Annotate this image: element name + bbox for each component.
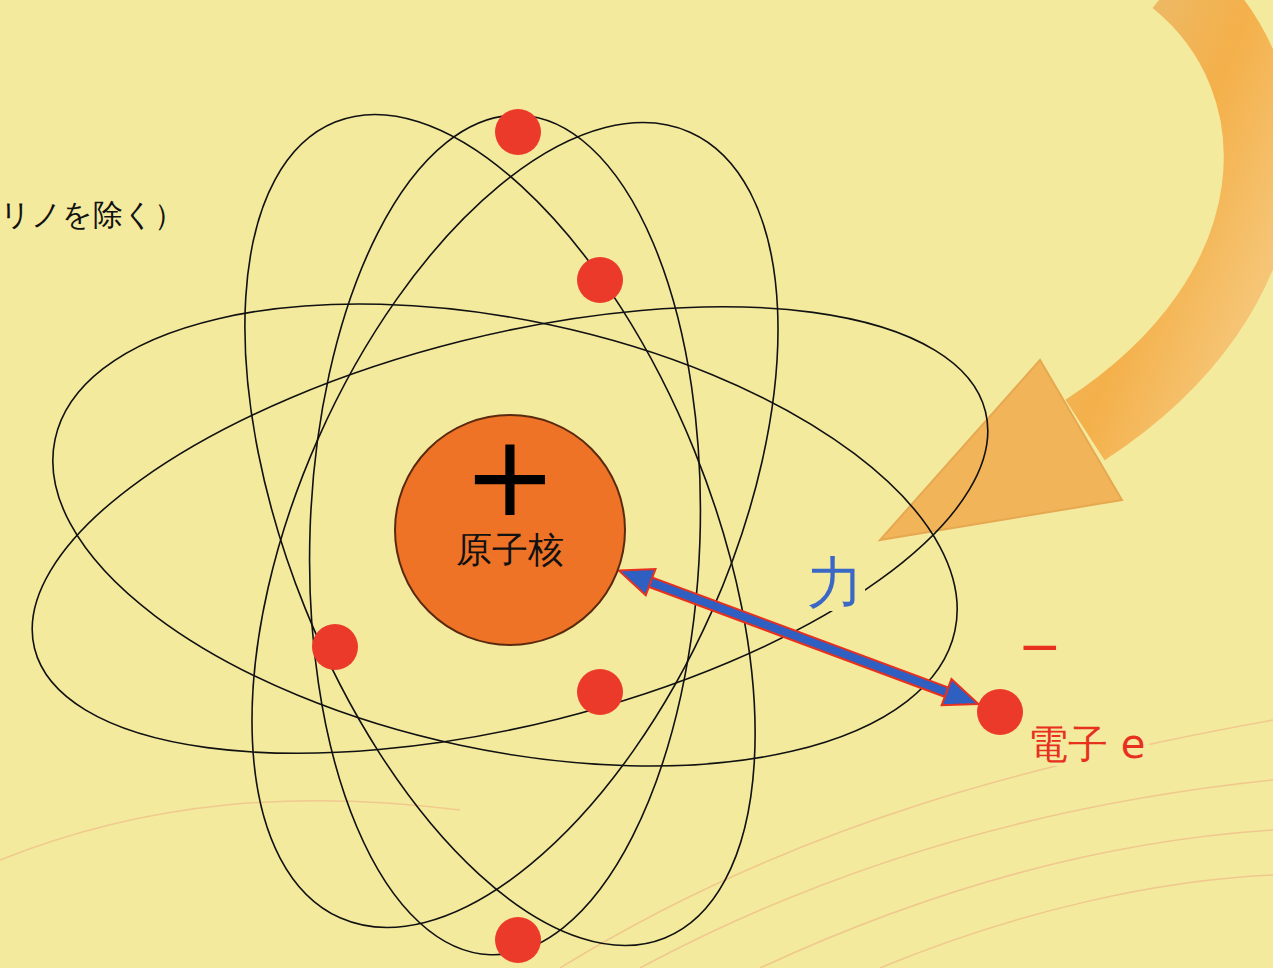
force-arrow [619,569,979,705]
plus-sign: + [463,420,557,532]
nucleus-circle: +原子核 [394,414,626,646]
electron-label: 電子 e [1024,722,1149,766]
arrow-head [942,679,979,705]
note-text: リノを除く） [0,200,184,230]
curved-arrow [880,0,1260,540]
force-label: 力 [805,555,865,611]
electron-dot-shape [977,689,1023,735]
charge-sign: − [1018,620,1062,672]
electron-dot: −電子 e [977,689,1023,735]
arrow-head [619,569,656,595]
background-swirl [0,720,1273,968]
node-label: 原子核 [456,532,564,568]
orbit-lines [0,43,1033,968]
